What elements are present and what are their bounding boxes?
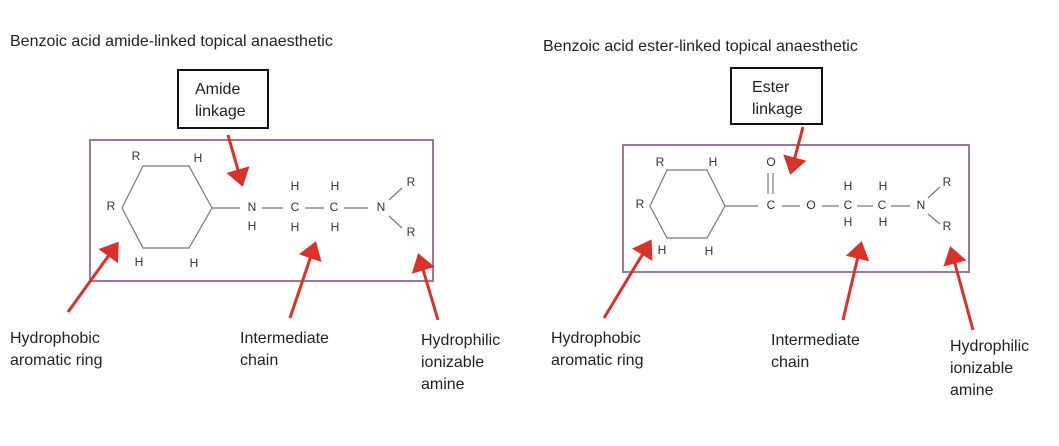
chain-arrow bbox=[841, 241, 870, 321]
linkage-box bbox=[177, 69, 269, 129]
benzene-ring bbox=[649, 169, 726, 239]
atom-label: R bbox=[407, 175, 416, 189]
linkage-label: Amide bbox=[195, 81, 240, 98]
amine-label: amine bbox=[950, 382, 994, 399]
atom-label: C bbox=[291, 200, 300, 214]
atom-label: O bbox=[766, 155, 775, 169]
atom-label: H bbox=[879, 215, 888, 229]
molecule-frame bbox=[89, 139, 434, 282]
linkage-label: linkage bbox=[195, 103, 246, 120]
atom-label: H bbox=[705, 244, 714, 258]
atom-label: O bbox=[806, 198, 815, 212]
atom-label: H bbox=[709, 155, 718, 169]
atom-label: R bbox=[407, 225, 416, 239]
ring-label: aromatic ring bbox=[10, 352, 102, 369]
atom-label: H bbox=[291, 220, 300, 234]
atom-label: H bbox=[331, 179, 340, 193]
atom-label: R bbox=[107, 199, 116, 213]
ring-label: aromatic ring bbox=[551, 352, 643, 369]
ring-arrow bbox=[602, 239, 653, 319]
atom-label: H bbox=[879, 179, 888, 193]
amine-arrow bbox=[943, 246, 975, 331]
atom-label: C bbox=[878, 198, 887, 212]
amine-label: Hydrophilic bbox=[421, 332, 500, 349]
atom-label: C bbox=[330, 200, 339, 214]
atom-label: H bbox=[248, 219, 257, 233]
chain-label: Intermediate bbox=[771, 332, 860, 349]
ring-arrow bbox=[66, 241, 119, 313]
chain-arrow bbox=[288, 241, 322, 319]
molecule-frame bbox=[622, 144, 970, 273]
amine-label: ionizable bbox=[950, 360, 1013, 377]
chain-label: Intermediate bbox=[240, 330, 329, 347]
amide-title: Benzoic acid amide-linked topical anaest… bbox=[10, 33, 333, 50]
atom-label: R bbox=[636, 197, 645, 211]
atom-label: H bbox=[844, 179, 853, 193]
ring-label: Hydrophobic bbox=[10, 330, 100, 347]
atom-label: R bbox=[656, 155, 665, 169]
atom-label: H bbox=[190, 256, 199, 270]
amide-panel: Benzoic acid amide-linked topical anaest… bbox=[10, 33, 500, 393]
amine-arrow bbox=[411, 253, 440, 321]
ester-panel: Benzoic acid ester-linked topical anaest… bbox=[543, 38, 1029, 399]
amine-label: ionizable bbox=[421, 354, 484, 371]
atom-label: R bbox=[943, 219, 952, 233]
atom-label: H bbox=[658, 243, 667, 257]
atom-label: H bbox=[291, 179, 300, 193]
linkage-arrow bbox=[226, 134, 250, 187]
ring-label: Hydrophobic bbox=[551, 330, 641, 347]
atom-label: R bbox=[943, 175, 952, 189]
atom-label: C bbox=[844, 198, 853, 212]
benzene-ring bbox=[121, 165, 213, 249]
atom-label: H bbox=[194, 151, 203, 165]
atom-label: H bbox=[331, 220, 340, 234]
atom-label: H bbox=[135, 255, 144, 269]
chain-label: chain bbox=[240, 352, 278, 369]
ester-title: Benzoic acid ester-linked topical anaest… bbox=[543, 38, 858, 55]
atom-label: R bbox=[132, 149, 141, 163]
linkage-label: Ester bbox=[752, 79, 790, 96]
linkage-box bbox=[730, 67, 823, 125]
atom-label: N bbox=[248, 200, 257, 214]
chain-label: chain bbox=[771, 354, 809, 371]
atom-label: H bbox=[844, 215, 853, 229]
linkage-arrow bbox=[783, 126, 807, 175]
atom-label: N bbox=[917, 198, 926, 212]
atom-label: C bbox=[767, 198, 776, 212]
amine-label: Hydrophilic bbox=[950, 338, 1029, 355]
amine-label: amine bbox=[421, 376, 465, 393]
linkage-label: linkage bbox=[752, 101, 803, 118]
atom-label: N bbox=[377, 200, 386, 214]
